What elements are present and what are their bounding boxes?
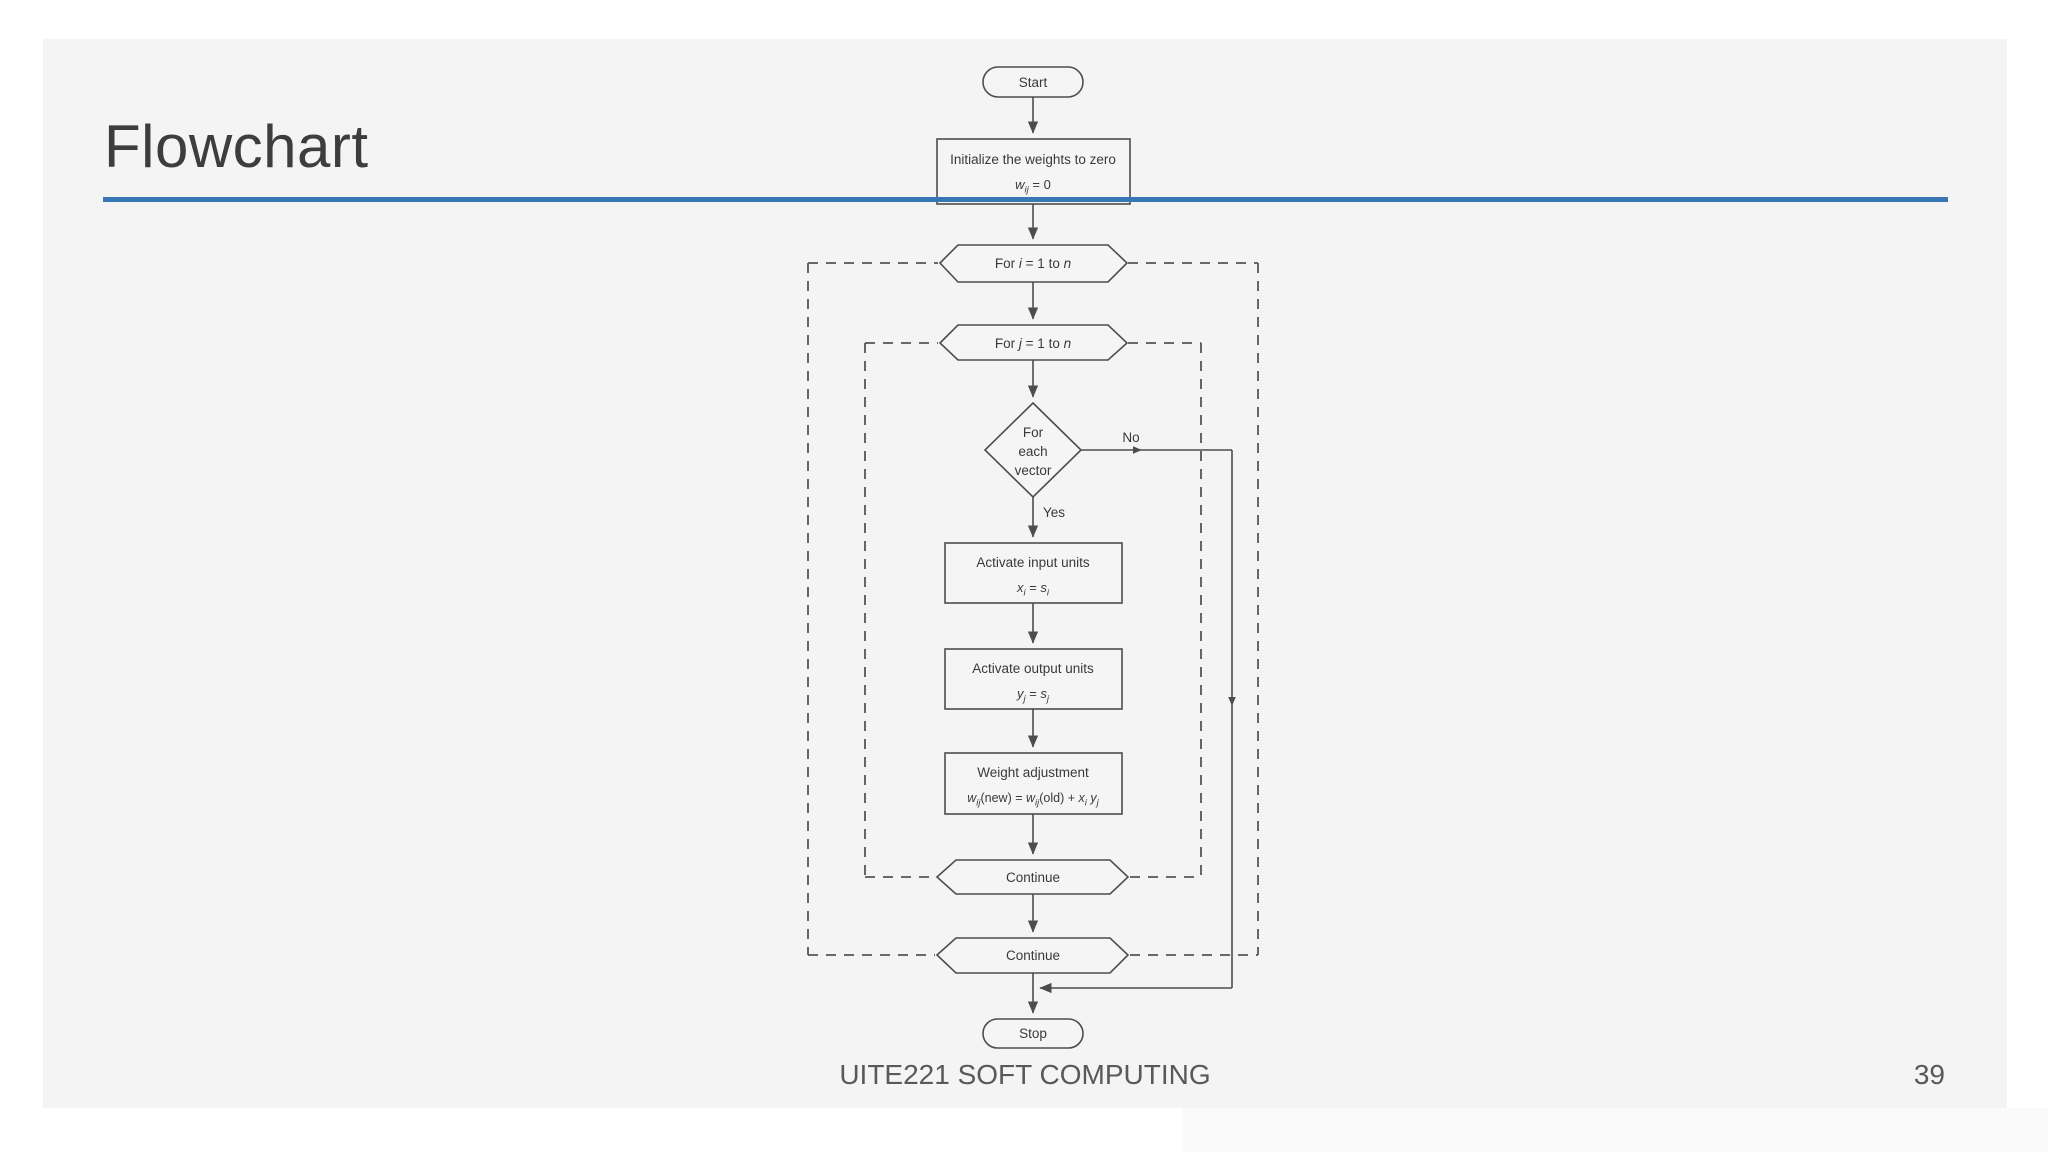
- initialize-weights-node: Initialize the weights to zero wij = 0: [936, 138, 1131, 205]
- initialize-weights-label: Initialize the weights to zero: [950, 152, 1116, 167]
- yes-branch-label: Yes: [1043, 505, 1065, 520]
- for-j-loop-label: For j = 1 to n: [995, 336, 1071, 351]
- continue-inner-label: Continue: [1006, 870, 1060, 885]
- weight-adjustment-label: Weight adjustment: [977, 765, 1089, 780]
- inner-loop-dashed-boundary: [864, 342, 1202, 878]
- weight-adjustment-formula: wij(new) = wij(old) + xi yj: [967, 791, 1099, 809]
- no-branch-label: No: [1122, 430, 1139, 445]
- decision-diamond-shape: [983, 401, 1083, 499]
- activate-input-units-formula: xi = si: [1016, 580, 1050, 599]
- decision-line1: For: [1023, 425, 1044, 440]
- initialize-weights-formula: wij = 0: [1015, 177, 1051, 196]
- slide-page-number: 39: [1913, 1059, 1945, 1090]
- stop-node-label: Stop: [1019, 1026, 1047, 1041]
- outer-loop-dashed-boundary: [807, 262, 1259, 956]
- activate-input-units-node: Activate input units xi = si: [944, 542, 1123, 604]
- activate-output-units-label: Activate output units: [972, 661, 1094, 676]
- no-branch-mid-arrowhead: [1133, 446, 1142, 454]
- for-j-loop-node: For j = 1 to n: [938, 324, 1129, 361]
- continue-outer-node: Continue: [935, 937, 1130, 974]
- activate-input-units-shape: [944, 542, 1123, 604]
- start-node: Start: [982, 66, 1084, 98]
- weight-adjustment-node: Weight adjustment wij(new) = wij(old) + …: [944, 752, 1123, 815]
- activate-input-units-label: Activate input units: [976, 555, 1090, 570]
- bottom-right-strip: [1182, 1108, 2048, 1152]
- decision-line2: each: [1018, 444, 1047, 459]
- for-each-vector-decision: For each vector No Yes: [983, 401, 1140, 520]
- activate-output-units-formula: yj = sj: [1016, 686, 1050, 705]
- continue-outer-label: Continue: [1006, 948, 1060, 963]
- for-i-loop-node: For i = 1 to n: [938, 244, 1129, 283]
- decision-line3: vector: [1015, 463, 1052, 478]
- slide-footer: UITE221 SOFT COMPUTING: [839, 1059, 1211, 1090]
- continue-outer-shape: [935, 937, 1130, 974]
- start-node-shape: [982, 66, 1084, 98]
- for-j-loop-shape: [938, 324, 1129, 361]
- start-node-label: Start: [1019, 75, 1048, 90]
- weight-adjustment-shape: [944, 752, 1123, 815]
- continue-inner-node: Continue: [935, 859, 1130, 895]
- title-underline-rule: [103, 197, 1948, 202]
- continue-inner-shape: [935, 859, 1130, 895]
- activate-output-units-shape: [944, 648, 1123, 710]
- flow-connectors: [1027, 97, 1236, 1014]
- stop-node-shape: [982, 1018, 1084, 1049]
- initialize-weights-shape: [936, 138, 1131, 205]
- stop-node: Stop: [982, 1018, 1084, 1049]
- no-branch-down-arrowhead: [1228, 697, 1236, 706]
- slide-title: Flowchart: [104, 113, 369, 180]
- activate-output-units-node: Activate output units yj = sj: [944, 648, 1123, 710]
- for-i-loop-shape: [938, 244, 1129, 283]
- for-i-loop-label: For i = 1 to n: [995, 256, 1071, 271]
